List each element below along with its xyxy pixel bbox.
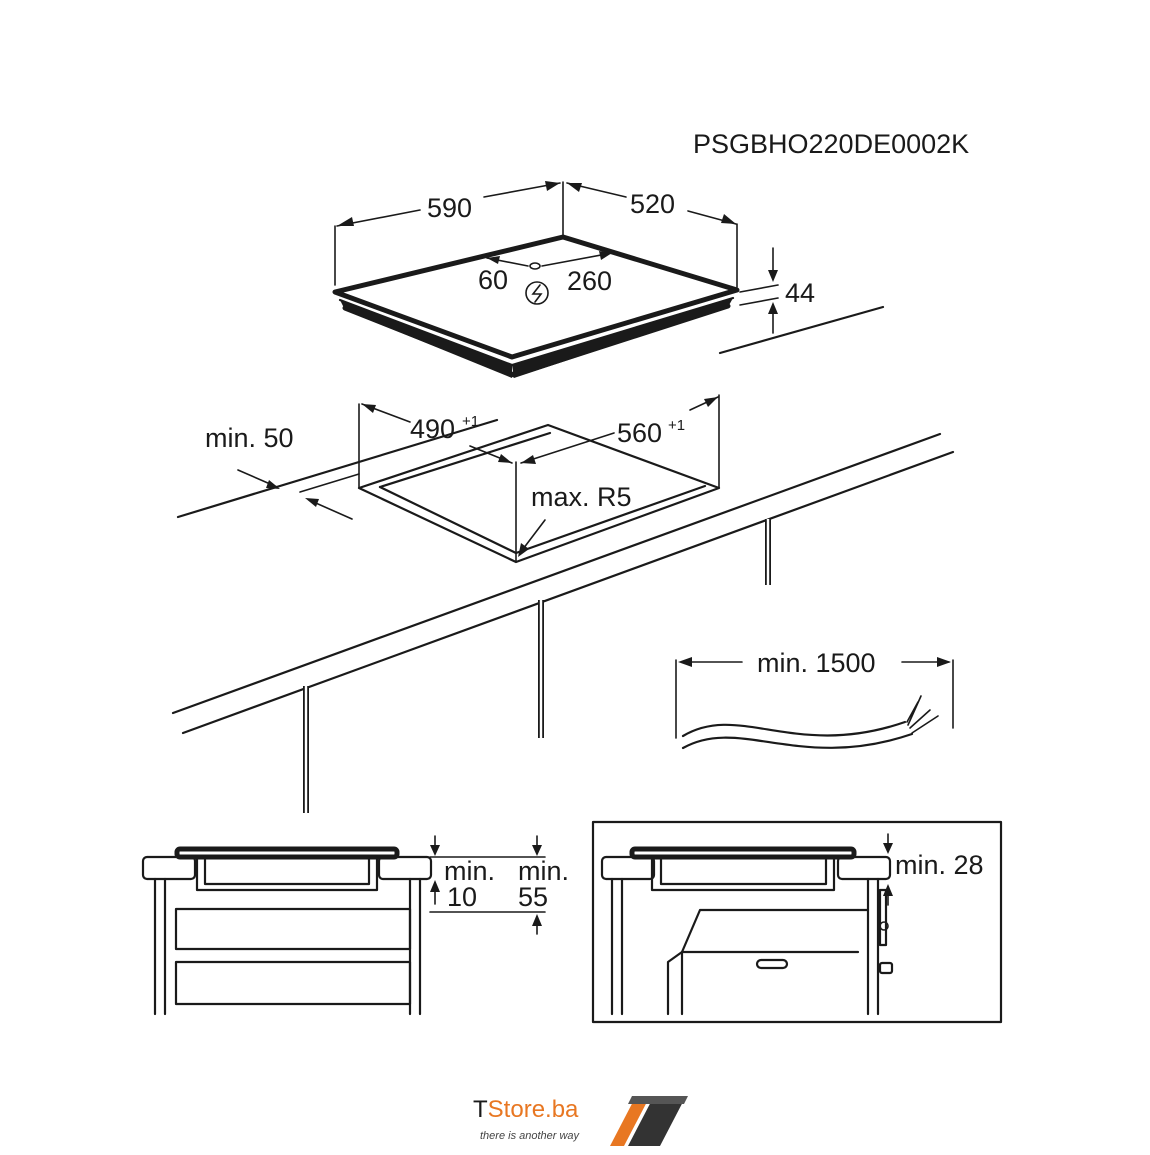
drawer-clearance-value-2: 55 (518, 882, 548, 912)
logo-letter: T (473, 1096, 488, 1123)
drawer-installation: min. 10 min. 55 (141, 835, 569, 1016)
cutout-width-label: 490 (410, 414, 455, 444)
hob-width-label: 590 (427, 193, 472, 223)
drawer-clearance-value-1: 10 (447, 882, 477, 912)
cable-offset-front-label: 260 (567, 266, 612, 296)
worktop-drawing: 490 +1 560 +1 max. R5 min. 50 (171, 305, 955, 813)
hob-height-label: 44 (785, 278, 815, 308)
cutout-depth-label: 560 (617, 418, 662, 448)
drawer-clearance-label-1: min. (444, 856, 495, 886)
logo-name: Store.ba (488, 1096, 579, 1123)
tstore-logo: TStore.ba there is another way (473, 1096, 688, 1146)
cable-offset-side-label: 60 (478, 265, 508, 295)
hob-depth-label: 520 (630, 189, 675, 219)
drawer-clearance-label-2: min. (518, 856, 569, 886)
hob-drawing: 590 520 60 260 44 (332, 181, 815, 378)
cutout-depth-tolerance: +1 (668, 417, 685, 434)
cutout-width-tolerance: +1 (462, 413, 479, 430)
logo-tagline: there is another way (480, 1130, 581, 1142)
cable-drawing: min. 1500 (675, 648, 954, 750)
electrical-connection-icon (525, 281, 549, 305)
oven-installation: min. 28 (591, 820, 1003, 1024)
min-wall-distance-label: min. 50 (205, 423, 294, 453)
oven-clearance-label: min. 28 (895, 850, 984, 880)
model-code: PSGBHO220DE0002K (693, 129, 969, 159)
svg-text:TStore.ba: TStore.ba (473, 1096, 579, 1123)
corner-radius-label: max. R5 (531, 482, 632, 512)
logo-mark-icon (610, 1096, 688, 1146)
cable-length-label: min. 1500 (757, 648, 876, 678)
